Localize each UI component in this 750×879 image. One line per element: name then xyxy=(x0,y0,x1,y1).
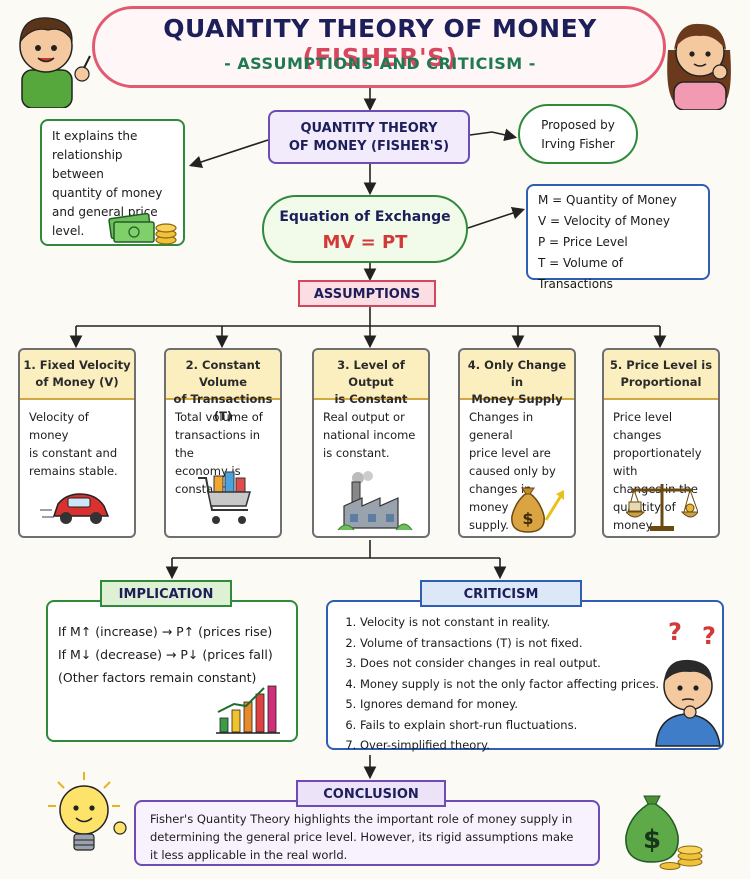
conclusion-banner: CONCLUSION xyxy=(296,780,446,807)
criticism-item: Money supply is not the only factor affe… xyxy=(360,674,708,695)
boy-pointing-icon xyxy=(19,17,91,108)
variables-legend: M = Quantity of Money V = Velocity of Mo… xyxy=(526,184,710,291)
equation-label: Equation of Exchange xyxy=(279,209,451,225)
proposer-cloud: Proposed by Irving Fisher xyxy=(518,104,638,164)
factory-icon xyxy=(337,471,413,531)
car-icon xyxy=(40,493,110,524)
page-subtitle: - ASSUMPTIONS AND CRITICISM - xyxy=(224,54,536,73)
equation-formula: MV = PT xyxy=(322,232,408,253)
assumption-card-4: 4. Only Change in Money Supply Changes i… xyxy=(458,348,576,538)
assumption-heading: 1. Fixed Velocity of Money (V) xyxy=(20,350,134,400)
money-bag-icon: $ xyxy=(625,795,703,870)
page-title: QUANTITY THEORY OF MONEY (FISHER'S) xyxy=(163,14,597,72)
criticism-item: Ignores demand for money. xyxy=(360,694,708,715)
balance-scale-icon xyxy=(626,484,698,531)
implication-line: If M↓ (decrease) → P↓ (prices fall) xyxy=(58,647,273,662)
conclusion-box: Fisher's Quantity Theory highlights the … xyxy=(134,800,600,866)
svg-text:$: $ xyxy=(643,825,661,855)
girl-thinking-icon xyxy=(667,23,731,110)
legend-item: V = Velocity of Money xyxy=(538,214,670,228)
assumptions-banner: ASSUMPTIONS xyxy=(298,280,436,307)
bar-chart-icon xyxy=(216,685,280,734)
legend-item: P = Price Level xyxy=(538,235,628,249)
assumption-heading: 5. Price Level is Proportional xyxy=(604,350,718,400)
criticism-item: Volume of transactions (T) is not fixed. xyxy=(360,633,708,654)
light-bulb-icon xyxy=(48,772,127,851)
conclusion-text: Fisher's Quantity Theory highlights the … xyxy=(150,812,574,862)
criticism-item: Fails to explain short-run fluctuations. xyxy=(360,715,708,736)
assumption-body: Changes in general price level are cause… xyxy=(469,410,556,532)
assumption-heading: 3. Level of Output is Constant xyxy=(314,350,428,406)
assumption-heading: 4. Only Change in Money Supply xyxy=(460,350,574,406)
implication-line: If M↑ (increase) → P↑ (prices rise) xyxy=(58,624,273,639)
money-bag-icon: $ xyxy=(511,487,564,533)
criticism-item: Does not consider changes in real output… xyxy=(360,653,708,674)
assumption-heading: 2. Constant Volume of Transactions (T) xyxy=(166,350,280,423)
title-cloud xyxy=(92,6,666,88)
assumption-body: Real output or national income is consta… xyxy=(323,410,416,460)
assumption-card-2: 2. Constant Volume of Transactions (T) T… xyxy=(164,348,282,538)
shopping-cart-icon xyxy=(198,471,251,524)
svg-text:$: $ xyxy=(522,509,533,528)
criticism-item: Over-simplified theory. xyxy=(360,735,708,756)
assumption-body: Velocity of money is constant and remain… xyxy=(29,410,118,478)
svg-text:?: ? xyxy=(668,618,682,646)
criticism-list: Velocity is not constant in reality. Vol… xyxy=(342,612,708,756)
legend-item: M = Quantity of Money xyxy=(538,193,677,207)
explanation-text: It explains the relationship between qua… xyxy=(52,129,163,238)
money-stack-icon xyxy=(108,212,177,245)
criticism-item: Velocity is not constant in reality. xyxy=(360,612,708,633)
center-topic: QUANTITY THEORY OF MONEY (FISHER'S) xyxy=(268,110,470,164)
criticism-banner: CRITICISM xyxy=(420,580,582,607)
legend-item: T = Volume of Transactions xyxy=(538,256,624,291)
implication-line: (Other factors remain constant) xyxy=(58,670,257,685)
thinking-boy-icon: ? ? xyxy=(655,618,721,747)
implication-banner: IMPLICATION xyxy=(100,580,232,607)
equation-cloud xyxy=(262,195,468,263)
svg-text:?: ? xyxy=(702,622,716,650)
